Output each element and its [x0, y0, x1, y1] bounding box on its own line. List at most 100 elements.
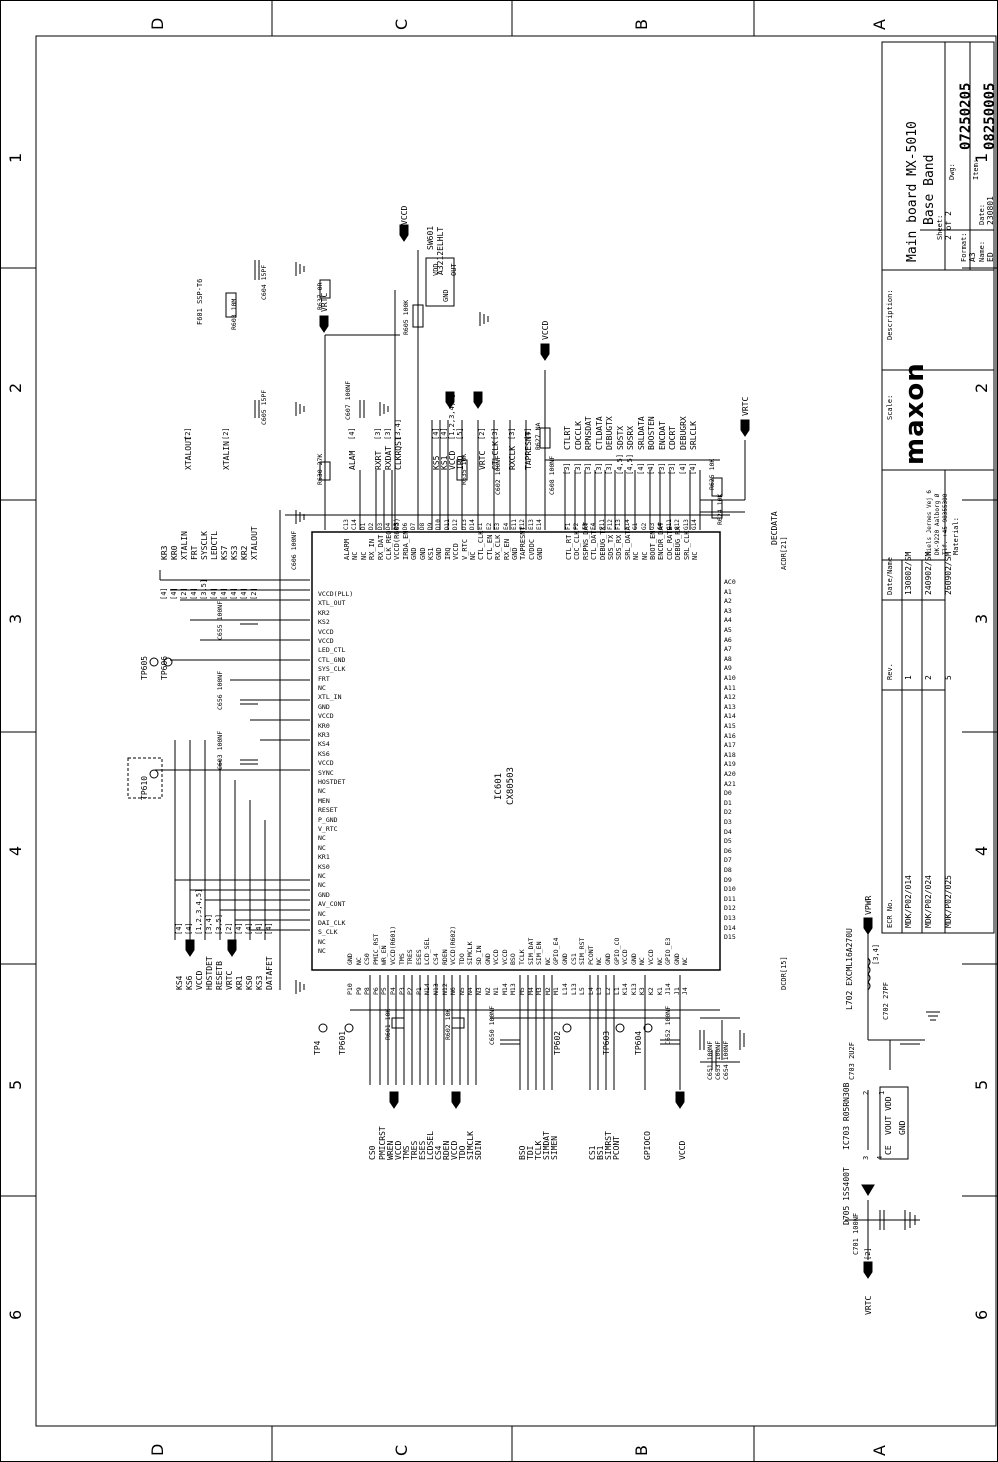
dwg-label: Dwg:	[948, 163, 956, 180]
ic-left-pin-label: V_RTC	[318, 825, 338, 833]
ic-top-pin-number: D14	[469, 519, 476, 530]
ic-left-pin-label: VCCD	[318, 627, 334, 636]
ic-bus-pin-label: D7	[724, 856, 732, 865]
d705-label: D705 1SS400T	[842, 1167, 851, 1225]
ic-top-pin-label: GND	[418, 547, 427, 560]
ic-bottom-pin-label: GND	[346, 953, 354, 965]
capacitor-label: C603 100NF	[216, 730, 224, 770]
title-block	[881, 41, 995, 934]
ic-bottom-pin-number: J4	[681, 987, 690, 995]
net-tag-left: [4]	[240, 587, 248, 600]
ic-bus-pin-label: D8	[724, 866, 732, 874]
frame-letter-A-top: A	[870, 19, 889, 30]
ic-bottom-pin-label: GPIO_E4	[552, 937, 561, 965]
ic-top-pin-label: GND	[536, 547, 545, 560]
ic-bus-pin-label: A4	[724, 616, 732, 625]
ic-bottom-pin-number: P5	[380, 987, 389, 995]
ic-bus-pin-label: A6	[724, 635, 732, 644]
frame-number-6-left: 6	[6, 1309, 25, 1320]
capacitor-label: C605 15PF	[260, 389, 268, 425]
ic-bottom-pin-number: L2	[604, 987, 612, 995]
vccd-port-bottom2	[451, 1091, 461, 1109]
ic-bottom-pin-label: VCCD	[647, 949, 655, 965]
ic-bus-pin-label: D4	[724, 827, 732, 836]
sheet-label: Sheet:	[936, 214, 944, 240]
vrtc-port-ks	[473, 391, 483, 409]
ic-top-pin-label: TAPRESNT	[519, 526, 528, 560]
ic-left-pin-label: VCCD	[318, 759, 334, 768]
ic-bottom-pin-label: TCLK	[518, 949, 526, 965]
vccd-port-right	[740, 419, 750, 437]
ic-top-pin-number: E12	[519, 519, 527, 530]
name-value: ED	[986, 252, 995, 262]
ic-left-pin-label: KR2	[318, 608, 330, 617]
net-tag-top: [3]	[384, 427, 392, 440]
ic-bottom-pin-number: P4	[389, 987, 397, 995]
ic-top-pin-label: GND	[435, 547, 444, 560]
tp4	[318, 1023, 328, 1033]
net-tag-left: [3,5]	[200, 578, 208, 600]
ic-bottom-pin-label: GPIO_E3	[664, 937, 673, 965]
ic-right-pin-number: F14	[623, 519, 631, 530]
capacitor-label: C607 100NF	[344, 380, 352, 420]
resistor-label: R624 10K	[716, 493, 724, 525]
ic-bus-pin-label: A12	[724, 693, 736, 702]
capacitor-symbols	[240, 260, 920, 1230]
ic-bottom-pin-label: ESES	[414, 949, 423, 965]
ic703-pin-number: 1	[878, 1090, 886, 1095]
ic-bus-pin-label: A13	[724, 702, 736, 711]
net-tag-right: [4,5]	[615, 453, 624, 475]
ic-bottom-pin-number: L4	[586, 987, 595, 995]
net-tag-bottom-left: [4]	[265, 922, 273, 935]
ic-top-pin-label: V_RTC	[460, 538, 469, 560]
ic-bus-pin-label: D12	[724, 904, 736, 913]
net-tag-bottom-left: [1,2,3,4,5]	[195, 888, 203, 935]
net-tag-top: [2]	[478, 427, 486, 440]
ic-bottom-pin-number: N3	[475, 987, 483, 995]
ic-top-pin-number: D9	[427, 522, 434, 530]
ic-left-pin-label: KR0	[318, 721, 330, 730]
ic-bus-pin-label: D2	[724, 808, 732, 817]
net-label-right: CDCCLK	[573, 421, 583, 450]
tp601	[344, 1023, 354, 1033]
net-label-bottom: SIMEN	[550, 1135, 559, 1160]
bottom-cap-label: C651 100NF	[706, 1040, 714, 1080]
ic-bus-pin-label: D1	[724, 798, 732, 807]
net-label-top: ALAM	[348, 450, 357, 470]
ic-top-pin-number: C13	[343, 519, 350, 530]
ic-bottom-pin-number: M3	[535, 987, 544, 995]
vpwr-label: VPWR	[864, 895, 873, 915]
ic-bottom-pin-label: WR_EN	[380, 945, 389, 965]
ic-left-pin-label: XTL_IN	[318, 693, 342, 702]
ic-right-pin-label: SRL_DATA	[623, 526, 632, 560]
net-tag-right: [4]	[689, 462, 697, 475]
ic-top-pin-label: NC	[359, 551, 368, 560]
scale-label: Scale:	[886, 394, 894, 420]
frame-letter-B-bottom: B	[632, 1445, 651, 1456]
ic-bottom-pin-number: M4	[526, 987, 535, 995]
ic-left-pin-label: VCCD	[318, 712, 334, 721]
ic-left-pin-label: P_GND	[318, 815, 338, 824]
crystal-label: F601 SSP-T6	[196, 278, 204, 325]
ic-left-pin-label: GND	[318, 890, 330, 899]
ecr-row-ecr: MDK/P02/024	[924, 875, 933, 928]
format-value: A3	[968, 252, 977, 262]
ic-top-pin-label: CTL_EN	[485, 534, 494, 560]
ic-right-pin-number: G2	[640, 522, 648, 530]
ic-bottom-pin-label: SIMCLK	[466, 941, 475, 965]
ic-right-pin-number: G14	[691, 519, 698, 530]
material-label: Material:	[952, 517, 960, 555]
ic-bus-pin-label: D9	[724, 875, 732, 884]
ecr-row-date: 130802/SM	[904, 551, 913, 595]
bus-label-a: ACDR[21]	[780, 536, 788, 570]
ic-bus-pin-label: A21	[724, 779, 736, 788]
net-tag-top: [4]	[440, 427, 448, 440]
ic-bottom-pin-label: GND	[604, 953, 612, 965]
frame-letter-C-bottom: C	[392, 1444, 411, 1456]
ic-bottom-pin-number: K2	[647, 987, 655, 995]
ic-top-pin-label: RX_EN	[502, 538, 511, 560]
date-header: Date/Name	[886, 557, 894, 595]
net-label-bottom-left: KS3	[255, 975, 264, 990]
net-label-bottom-left: KS4	[175, 975, 184, 990]
ic-bottom-pin-label: NC	[354, 957, 363, 965]
